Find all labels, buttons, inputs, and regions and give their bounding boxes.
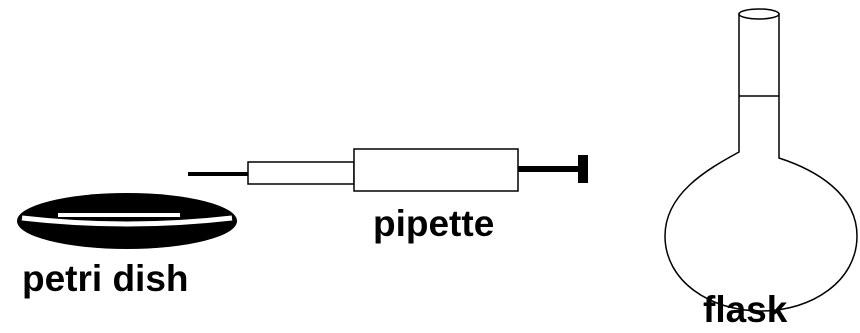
petri-dish-icon xyxy=(17,193,237,249)
pipette-icon xyxy=(188,148,588,192)
petri-dish-label: petri dish xyxy=(22,258,189,299)
flask-icon xyxy=(664,8,858,312)
flask-label: flask xyxy=(703,289,788,330)
pipette-label: pipette xyxy=(373,203,495,244)
